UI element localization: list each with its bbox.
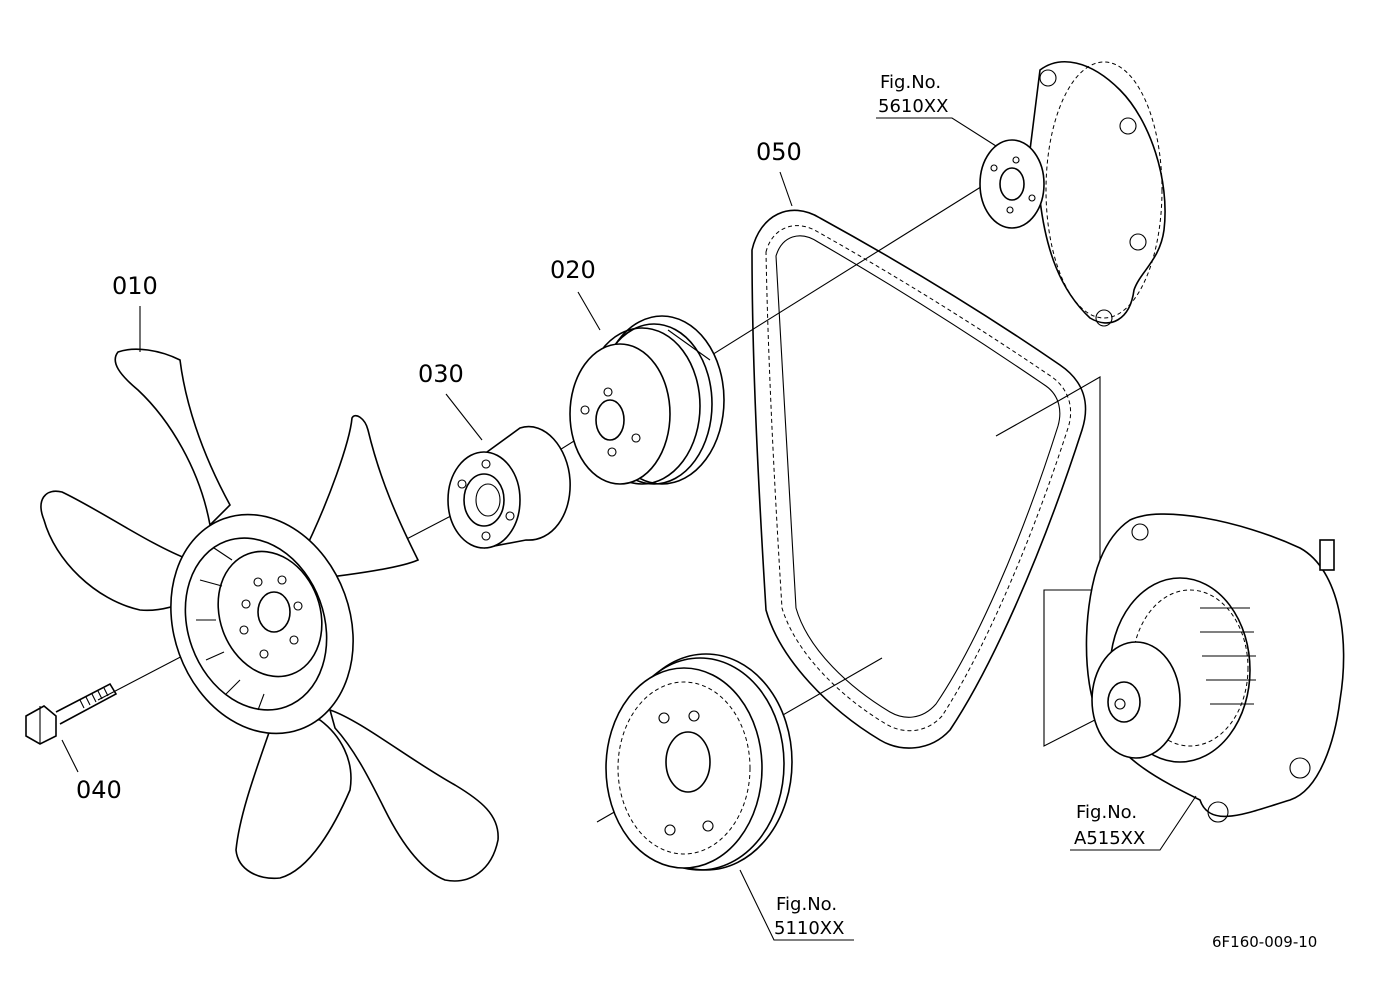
ref-crank-pulley-line2: 5110XX	[774, 918, 844, 939]
pulley-020	[569, 315, 725, 485]
spacer-030	[447, 425, 571, 549]
bolt-040	[25, 682, 118, 745]
fan-010	[40, 348, 499, 882]
label-030: 030	[418, 360, 464, 388]
alternator	[1085, 513, 1345, 823]
label-020: 020	[550, 256, 596, 284]
ref-crank-pulley-line1: Fig.No.	[776, 894, 837, 915]
ref-water-pump-line2: 5610XX	[878, 96, 948, 117]
label-040: 040	[76, 776, 122, 804]
water-pump	[979, 61, 1166, 327]
label-010: 010	[112, 272, 158, 300]
leader-lines	[61, 117, 1197, 941]
drawing-code: 6F160-009-10	[1212, 933, 1317, 951]
label-050: 050	[756, 138, 802, 166]
ref-water-pump-line1: Fig.No.	[880, 72, 941, 93]
ref-alternator-line2: A515XX	[1074, 828, 1145, 849]
crank-pulley	[605, 653, 793, 871]
belt-050	[751, 209, 1087, 749]
ref-alternator-line1: Fig.No.	[1076, 802, 1137, 823]
